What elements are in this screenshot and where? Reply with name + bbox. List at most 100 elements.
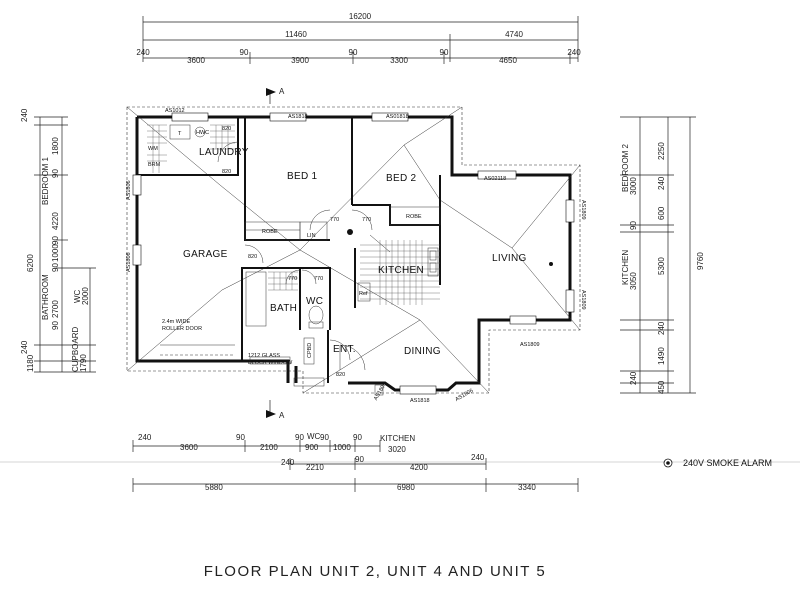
room-wc: WC <box>306 296 323 307</box>
svg-text:4220: 4220 <box>51 212 60 230</box>
roof-hip-lines <box>126 106 581 394</box>
svg-text:AS02118: AS02118 <box>484 176 506 182</box>
svg-text:820: 820 <box>248 254 257 260</box>
dim-top-row2-a: 11460 <box>285 30 307 39</box>
bath-fixtures <box>245 271 324 329</box>
dim-top-row2-b: 4740 <box>505 30 523 39</box>
svg-text:90: 90 <box>51 263 60 272</box>
svg-text:820: 820 <box>336 372 345 378</box>
glass-block-window: 1212 GLASS BLOCK WINDOW <box>248 353 293 366</box>
svg-text:90: 90 <box>236 433 245 442</box>
svg-text:5880: 5880 <box>205 483 223 492</box>
bottom-dimensions: 240 3600 90 2100 90 900 90 1000 90 3020 … <box>0 432 800 492</box>
entry-details: CPBD <box>293 337 384 396</box>
svg-text:3340: 3340 <box>518 483 536 492</box>
svg-text:770: 770 <box>288 276 297 282</box>
svg-text:770: 770 <box>314 276 323 282</box>
svg-text:AS1809: AS1809 <box>580 290 586 310</box>
svg-text:820: 820 <box>222 126 231 132</box>
svg-text:90: 90 <box>355 455 364 464</box>
svg-text:900: 900 <box>305 443 319 452</box>
left-dimensions: 240 6200 240 1180 1800 90 4220 90 1000 9… <box>20 108 96 373</box>
svg-text:BEDROOM 2: BEDROOM 2 <box>621 143 630 192</box>
svg-text:A: A <box>279 411 285 420</box>
door-swings <box>217 141 391 361</box>
right-dimensions: 9760 2250 3000 240 600 90 3050 5300 240 … <box>620 116 705 394</box>
svg-text:A: A <box>279 87 285 96</box>
legend: 240V SMOKE ALARM <box>663 458 772 468</box>
svg-text:3600: 3600 <box>180 443 198 452</box>
svg-text:Ref: Ref <box>359 291 368 297</box>
svg-text:AS01818: AS01818 <box>386 114 409 120</box>
svg-text:3000: 3000 <box>629 177 638 195</box>
svg-text:820: 820 <box>222 169 231 175</box>
svg-text:1180: 1180 <box>26 354 35 372</box>
svg-text:90: 90 <box>295 433 304 442</box>
svg-text:ROBE: ROBE <box>406 214 422 220</box>
section-marker-bottom: A <box>266 400 285 420</box>
room-bed-2: BED 2 <box>386 173 417 184</box>
svg-text:90: 90 <box>51 236 60 245</box>
svg-text:90: 90 <box>51 321 60 330</box>
svg-text:770: 770 <box>362 217 371 223</box>
page-title: FLOOR PLAN UNIT 2, UNIT 4 AND UNIT 5 <box>204 563 546 580</box>
svg-text:BATHROOM: BATHROOM <box>41 274 50 320</box>
room-labels: LAUNDRY BED 1 BED 2 GARAGE KITCHEN LIVIN… <box>183 147 526 357</box>
svg-text:6980: 6980 <box>397 483 415 492</box>
svg-text:450: 450 <box>657 380 666 394</box>
kitchen-tiles: Ref <box>357 240 440 305</box>
dim-top-row3-4: 90 <box>349 48 358 57</box>
svg-text:90: 90 <box>320 433 329 442</box>
svg-text:BLOCK WINDOW: BLOCK WINDOW <box>248 360 293 366</box>
svg-text:3020: 3020 <box>388 445 406 454</box>
legend-label: 240V SMOKE ALARM <box>683 458 772 468</box>
svg-text:6200: 6200 <box>26 254 35 272</box>
svg-text:240: 240 <box>471 453 485 462</box>
svg-text:WC: WC <box>73 289 82 303</box>
svg-text:AS1806: AS1806 <box>126 180 132 200</box>
door-size-labels: 820 820 770 770 820 770 770 820 <box>222 126 371 378</box>
svg-text:240: 240 <box>281 458 295 467</box>
dim-overall-top: 16200 <box>349 12 372 21</box>
svg-text:1800: 1800 <box>51 137 60 155</box>
dim-top-row3-0: 240 <box>136 48 150 57</box>
svg-text:1212 GLASS: 1212 GLASS <box>248 353 280 359</box>
room-garage: GARAGE <box>183 249 228 260</box>
svg-text:240: 240 <box>20 340 29 354</box>
svg-text:5300: 5300 <box>657 257 666 275</box>
svg-text:CPBD: CPBD <box>307 343 313 358</box>
windows: AS1012 AS1818 AS01818 AS02118 AS1806 AS1… <box>126 108 586 404</box>
external-walls <box>135 115 572 392</box>
svg-text:240: 240 <box>657 321 666 335</box>
svg-text:AS1012: AS1012 <box>165 108 185 114</box>
svg-text:4200: 4200 <box>410 463 428 472</box>
svg-text:2700: 2700 <box>51 300 60 318</box>
svg-text:KITCHEN: KITCHEN <box>621 250 630 285</box>
svg-text:9760: 9760 <box>696 252 705 270</box>
svg-text:1490: 1490 <box>657 347 666 365</box>
room-bed-1: BED 1 <box>287 171 318 182</box>
svg-text:2.4m WIDE: 2.4m WIDE <box>162 319 190 325</box>
svg-text:240: 240 <box>20 108 29 122</box>
svg-text:AS1809: AS1809 <box>580 200 586 220</box>
svg-text:1000: 1000 <box>333 443 351 452</box>
svg-text:WC: WC <box>307 432 321 441</box>
svg-text:T: T <box>178 131 182 137</box>
svg-text:240: 240 <box>138 433 152 442</box>
section-marker-top: A <box>266 87 285 104</box>
robe-bed1: ROBE <box>244 221 301 241</box>
svg-text:2210: 2210 <box>306 463 324 472</box>
room-bath: BATH <box>270 303 297 314</box>
svg-text:BEDROOM 1: BEDROOM 1 <box>41 156 50 205</box>
svg-text:AS1818: AS1818 <box>288 114 308 120</box>
dim-top-row3-5: 3300 <box>390 56 408 65</box>
svg-text:ROLLER DOOR: ROLLER DOOR <box>162 326 202 332</box>
svg-text:AS1806: AS1806 <box>126 252 132 272</box>
svg-text:1000: 1000 <box>51 244 60 262</box>
garage-roller-door: 2.4m WIDE ROLLER DOOR <box>160 319 235 356</box>
svg-text:HWC: HWC <box>196 130 209 136</box>
robe-bed2: ROBE <box>389 206 441 226</box>
svg-text:KITCHEN: KITCHEN <box>380 434 415 443</box>
svg-text:ROBE: ROBE <box>262 229 278 235</box>
